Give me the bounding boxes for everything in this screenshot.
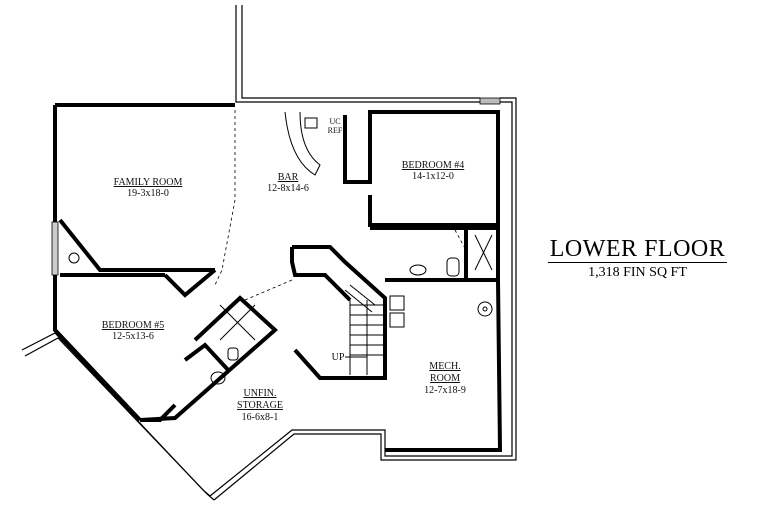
uc-label: UC xyxy=(329,117,340,126)
exterior-walls xyxy=(21,5,517,501)
storage-size: 16-6x8-1 xyxy=(242,412,279,423)
bedroom-5-label: BEDROOM #5 xyxy=(102,320,165,331)
mech-room-label-1: MECH. xyxy=(429,361,460,372)
title-block: LOWER FLOOR 1,318 FIN SQ FT xyxy=(540,236,735,281)
fixtures xyxy=(68,111,493,385)
bar-size: 12-8x14-6 xyxy=(267,183,309,194)
mech-room-size: 12-7x18-9 xyxy=(424,385,466,396)
family-room-size: 19-3x18-0 xyxy=(127,188,169,199)
family-room-label: FAMILY ROOM xyxy=(114,177,183,188)
stair-up-label: UP xyxy=(332,352,345,363)
room-dividers xyxy=(214,110,467,301)
floor-title: LOWER FLOOR xyxy=(547,236,728,263)
ref-label: REF xyxy=(328,126,343,135)
bedroom-5-size: 12-5x13-6 xyxy=(112,331,154,342)
bar-label: BAR xyxy=(278,172,299,183)
bedroom-4-label: BEDROOM #4 xyxy=(402,160,465,171)
staircase xyxy=(344,284,383,375)
interior-walls xyxy=(51,103,503,452)
storage-label-1: UNFIN. xyxy=(243,388,276,399)
storage-label-2: STORAGE xyxy=(237,400,283,411)
bedroom-4-size: 14-1x12-0 xyxy=(412,171,454,182)
mech-room-label-2: ROOM xyxy=(430,373,460,384)
floor-area: 1,318 FIN SQ FT xyxy=(588,265,687,280)
